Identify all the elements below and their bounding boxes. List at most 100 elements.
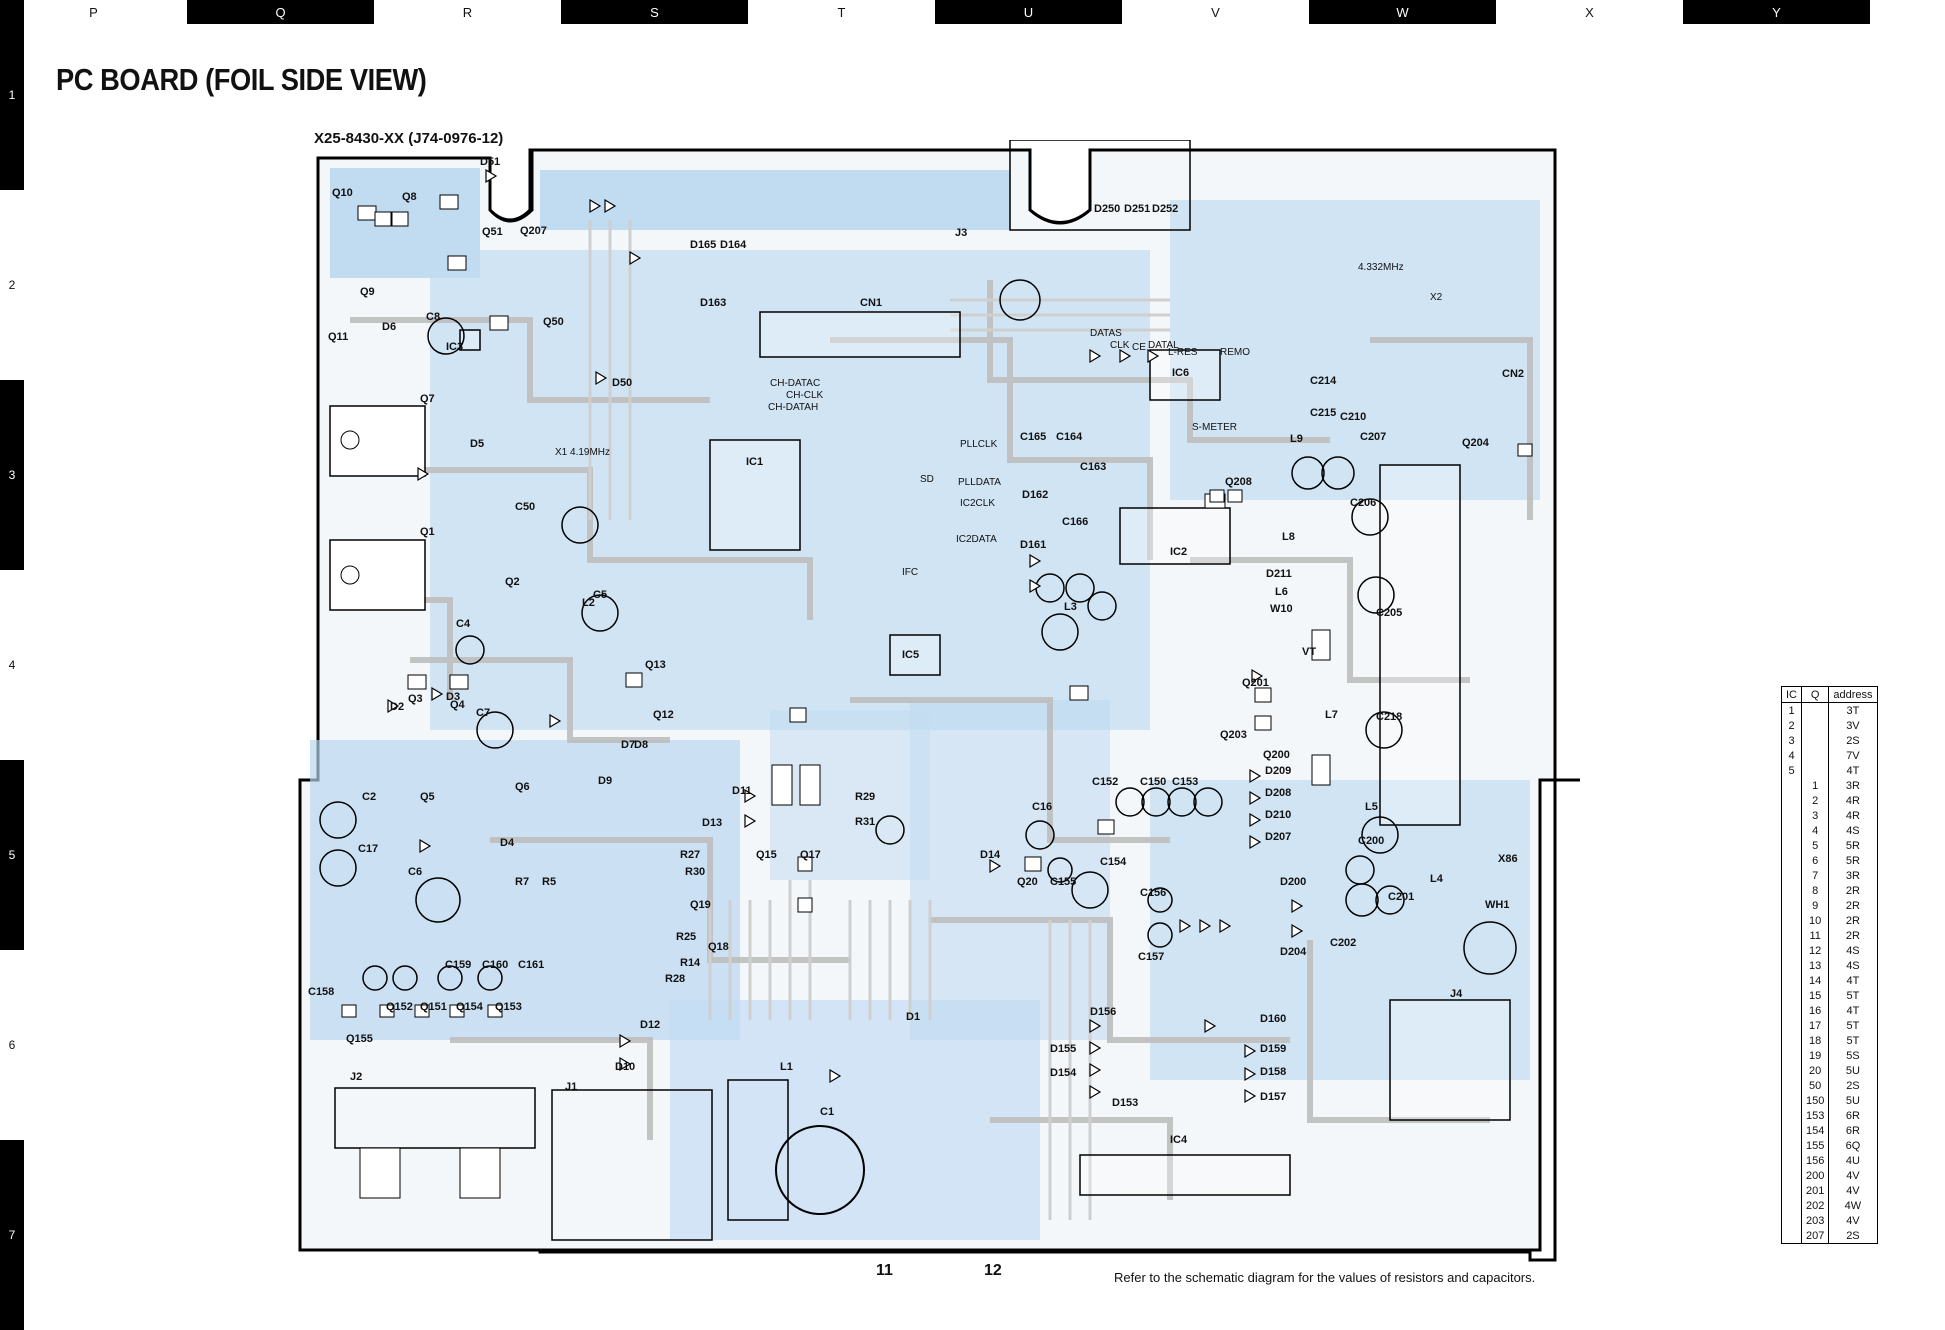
cell-address: 5U <box>1845 1094 1860 1107</box>
cell-address: 2S <box>1846 1229 1860 1242</box>
svg-text:IFC: IFC <box>902 567 918 578</box>
svg-text:C4: C4 <box>456 618 471 630</box>
svg-text:Q207: Q207 <box>520 225 547 237</box>
cell-q: 1 <box>1801 778 1830 793</box>
cell-q: 5 <box>1801 838 1830 853</box>
cell-address: 5T <box>1846 1034 1860 1047</box>
cell-q: 16 <box>1801 1003 1830 1018</box>
grid-column-u: U <box>935 0 1122 24</box>
svg-text:Q9: Q9 <box>360 286 375 298</box>
svg-text:IC2: IC2 <box>1170 546 1187 558</box>
svg-text:C154: C154 <box>1100 856 1127 868</box>
svg-text:D209: D209 <box>1265 765 1291 777</box>
grid-row-1: 1 <box>0 0 24 190</box>
transistor-pads <box>341 194 1533 1018</box>
cell-q: 154 <box>1801 1123 1830 1138</box>
part-number: X25-8430-XX (J74-0976-12) <box>314 130 504 147</box>
cell-q: 13 <box>1801 958 1830 973</box>
cell-address: 2R <box>1845 929 1860 942</box>
cell-address: 2R <box>1845 884 1860 897</box>
pc-board-diagram: IC1 IC2 IC3 IC4 IC5 IC6 CN1 CN2 J3 J4 J1… <box>298 140 1580 1262</box>
cell-q: 10 <box>1801 913 1830 928</box>
svg-text:Q13: Q13 <box>645 659 666 671</box>
svg-text:L-RES: L-RES <box>1168 347 1198 358</box>
svg-text:D6: D6 <box>382 321 396 333</box>
cell-address: 6R <box>1845 1109 1860 1122</box>
cell-ic <box>1781 1003 1802 1018</box>
svg-text:D160: D160 <box>1260 1013 1286 1025</box>
svg-text:D210: D210 <box>1265 809 1291 821</box>
svg-text:Q152: Q152 <box>386 1001 413 1013</box>
svg-text:L4: L4 <box>1430 873 1444 885</box>
cell-address: 4V <box>1846 1214 1860 1227</box>
cell-ic <box>1781 1063 1802 1078</box>
svg-text:IC5: IC5 <box>902 649 919 661</box>
svg-text:Q8: Q8 <box>402 191 417 203</box>
svg-text:R5: R5 <box>542 876 556 888</box>
svg-text:IC2CLK: IC2CLK <box>960 498 995 509</box>
cell-q <box>1801 748 1830 763</box>
svg-text:C161: C161 <box>518 959 544 971</box>
cell-q: 14 <box>1801 973 1830 988</box>
cell-address: 6Q <box>1845 1139 1861 1152</box>
svg-text:L2: L2 <box>582 597 595 609</box>
svg-text:C218: C218 <box>1376 711 1402 723</box>
svg-text:Q19: Q19 <box>690 899 711 911</box>
cell-address: 2S <box>1846 1079 1860 1092</box>
svg-text:X2: X2 <box>1430 292 1443 303</box>
svg-text:D211: D211 <box>1266 568 1292 580</box>
cell-q: 7 <box>1801 868 1830 883</box>
grid-column-p: P <box>0 0 187 24</box>
svg-text:D159: D159 <box>1260 1043 1286 1055</box>
cell-q: 155 <box>1801 1138 1830 1153</box>
svg-text:CH-CLK: CH-CLK <box>786 390 824 401</box>
svg-text:D208: D208 <box>1265 787 1291 799</box>
svg-text:C1: C1 <box>820 1106 834 1118</box>
svg-text:D161: D161 <box>1020 539 1046 551</box>
svg-text:D251: D251 <box>1124 203 1150 215</box>
cell-address: 7V <box>1846 749 1860 762</box>
svg-text:C16: C16 <box>1032 801 1052 813</box>
svg-text:L8: L8 <box>1282 531 1295 543</box>
cell-address: 5T <box>1846 1019 1860 1032</box>
cell-q: 15 <box>1801 988 1830 1003</box>
svg-text:D200: D200 <box>1280 876 1306 888</box>
svg-text:D50: D50 <box>612 377 632 389</box>
cell-ic <box>1781 1048 1802 1063</box>
svg-text:C157: C157 <box>1138 951 1164 963</box>
cell-ic <box>1781 958 1802 973</box>
svg-text:D9: D9 <box>598 775 612 787</box>
svg-text:D4: D4 <box>500 837 515 849</box>
header-ic: IC <box>1781 686 1802 703</box>
svg-text:D164: D164 <box>720 239 747 251</box>
svg-text:C2: C2 <box>362 791 376 803</box>
svg-text:X86: X86 <box>1498 853 1518 865</box>
grid-row-7: 7 <box>0 1140 24 1330</box>
svg-text:CN1: CN1 <box>860 297 882 309</box>
svg-text:C210: C210 <box>1340 411 1366 423</box>
svg-text:CH-DATAC: CH-DATAC <box>770 378 820 389</box>
cell-ic <box>1781 943 1802 958</box>
cell-ic <box>1781 1228 1802 1244</box>
grid-row-3: 3 <box>0 380 24 570</box>
svg-text:R25: R25 <box>676 931 696 943</box>
cell-address: 4S <box>1846 824 1860 837</box>
cell-ic <box>1781 1078 1802 1093</box>
cell-q: 3 <box>1801 808 1830 823</box>
svg-text:IC1: IC1 <box>746 456 763 468</box>
copper-traces <box>330 280 1533 1200</box>
svg-text:D13: D13 <box>702 817 722 829</box>
cell-q: 6 <box>1801 853 1830 868</box>
